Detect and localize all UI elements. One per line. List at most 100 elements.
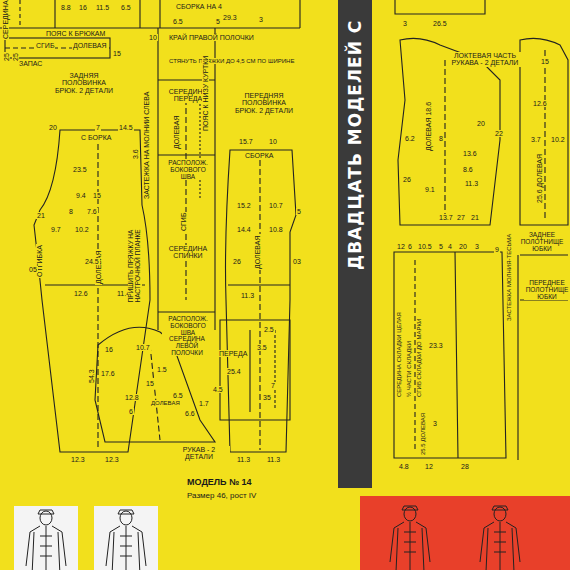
pattern-label: 35	[262, 394, 272, 401]
pattern-label: 8.6	[462, 166, 474, 173]
pattern-label: 11.3	[266, 456, 281, 463]
pattern-label: СГИБ	[180, 212, 187, 232]
pattern-label: 24.5	[84, 258, 100, 265]
pattern-label: 17.6	[100, 370, 116, 377]
pattern-label: СЕРЕДИНА ЛЕВОЙ ПОЛОЧКИ	[160, 336, 214, 356]
pattern-label: ЗАСТЕЖКА НА МОЛНИИ СЛЕВА	[143, 91, 150, 200]
pattern-label: ПЕРЕДА	[218, 350, 248, 357]
pattern-label: ДОЛЕВАЯ	[150, 400, 181, 406]
pattern-label: 12.3	[70, 456, 86, 463]
pattern-label: 15	[92, 192, 102, 199]
pattern-label: СГИБ СКЛАДКИ ДО МАРКИ	[416, 318, 422, 398]
pattern-label: СГИБ	[35, 42, 55, 49]
pattern-label: 13.6	[462, 150, 478, 157]
pattern-label: СЕРЕДИНА	[2, 0, 9, 40]
pattern-label: 28	[460, 463, 470, 470]
pattern-label: 26.5	[432, 20, 448, 27]
pattern-label: 10	[268, 138, 278, 145]
pattern-label: 26	[232, 258, 242, 265]
pattern-label: 11.3	[464, 180, 479, 187]
pattern-label: 10.7	[268, 202, 284, 209]
pattern-label: 16	[104, 346, 114, 353]
pattern-label: 12	[396, 243, 406, 250]
pattern-label: 3	[402, 20, 408, 27]
pattern-label: 11.3	[236, 456, 251, 463]
pattern-label: ПРИШИТЬ ПРЯЖКУ НА НАСТРОЧНОЙ ПЛАНКЕ	[128, 210, 142, 322]
pattern-label: 10.8	[268, 226, 284, 233]
pattern-label: ЗАДНЯЯ ПОЛОВИНКА БРЮК. 2 ДЕТАЛИ	[50, 72, 118, 94]
pattern-label: ПОЯС К НИЗУ КУРТКИ	[202, 55, 209, 132]
pattern-label: 15.2	[236, 202, 252, 209]
pattern-label: 10.5	[417, 243, 433, 250]
pattern-label: 9.7	[50, 226, 62, 233]
pattern-label: ДОЛЕВАЯ	[173, 114, 180, 150]
pattern-label: 4	[447, 243, 453, 250]
pattern-label: 5	[215, 18, 221, 25]
pattern-label: РАСПОЛОЖ. БОКОВОГО ШВА	[162, 316, 214, 336]
pattern-label: 7	[95, 124, 101, 131]
pattern-label: СБОРКА	[244, 152, 274, 159]
pattern-label: 14.5	[118, 124, 134, 131]
pattern-label: СЕРЕДИНА СКЛАДКИ ЦЕЛАЯ	[396, 311, 402, 398]
pattern-label: 8	[438, 135, 444, 142]
pattern-label: ЛОКТЕВАЯ ЧАСТЬ РУКАВА - 2 ДЕТАЛИ	[448, 52, 522, 67]
pattern-label: КРАЙ ПРАВОЙ ПОЛОЧКИ	[168, 34, 255, 41]
pattern-label: 6.5	[172, 18, 184, 25]
band-title: ДВАДЦАТЬ МОДЕЛЕЙ С	[345, 20, 365, 270]
pattern-label: 10.2	[550, 136, 566, 143]
pattern-label: 20	[48, 124, 58, 131]
pattern-label: 12.6	[73, 290, 89, 297]
pattern-label: ДОЛЕВАЯ 18.6	[425, 101, 432, 152]
pattern-label: 12.6	[532, 100, 548, 107]
pattern-label: 4.8	[398, 463, 410, 470]
pattern-label: 25.4	[226, 368, 242, 375]
pattern-label: 6.5	[120, 4, 132, 11]
pattern-label: 29.3	[222, 14, 238, 21]
pattern-label: 12	[424, 463, 434, 470]
pattern-label: 3	[474, 243, 480, 250]
pattern-label: 3.7	[530, 136, 542, 143]
pattern-label: 1.5	[156, 366, 168, 373]
pattern-label: СЕРЕДИНА СПИНКИ	[162, 245, 214, 260]
pattern-label: 8	[68, 208, 74, 215]
pattern-label: 6	[407, 243, 413, 250]
pattern-label: 21	[36, 212, 46, 219]
pattern-label: 7.6	[86, 208, 98, 215]
pattern-label: 15	[112, 50, 122, 57]
pattern-label: 9.1	[424, 186, 436, 193]
pattern-label: 54.3	[88, 368, 95, 384]
pattern-label: 11.3	[240, 292, 255, 299]
pattern-label: 11.5	[95, 4, 110, 11]
pattern-label: ДОЛЕВАЯ	[95, 249, 102, 285]
pattern-label: 5	[438, 243, 444, 250]
pattern-label: 16	[78, 4, 88, 11]
pattern-label: 4.5	[212, 386, 224, 393]
pattern-label: 21	[470, 214, 480, 221]
pattern-label: 25.6 ДОЛЕВАЯ	[536, 153, 543, 204]
pattern-label: 10.2	[74, 226, 90, 233]
pattern-label: ЗАПАС	[18, 60, 43, 67]
pattern-label: РУКАВ - 2 ДЕТАЛИ	[168, 446, 230, 461]
pattern-label: 14.4	[236, 226, 252, 233]
pattern-label: 13.7	[438, 214, 454, 221]
pattern-label: 9	[494, 246, 500, 253]
pattern-label: 25.5 ДОЛЕВАЯ	[420, 412, 426, 456]
pattern-label: 15.7	[238, 138, 254, 145]
pattern-label: 25	[3, 52, 10, 62]
pattern-label: 6.6	[184, 410, 196, 417]
pattern-label: 6	[128, 408, 134, 415]
pattern-label: 6.5	[172, 392, 184, 399]
pattern-label: ПЕРЕДНЕЕ ПОЛОТНИЩЕ ЮБКИ	[524, 280, 570, 300]
pattern-label: 22	[494, 130, 504, 137]
pattern-label: ПЕРЕДНЯЯ ПОЛОВИНКА БРЮК. 2 ДЕТАЛИ	[232, 92, 296, 114]
pattern-label: СБОРКА НА 4	[175, 3, 223, 10]
pattern-label: 27	[456, 214, 466, 221]
pattern-label: 3	[432, 420, 438, 427]
pattern-label: ЗАСТЕЖКА МОЛНИЯ-ТЕСЬМА	[506, 233, 512, 322]
model-caption: Размер 46, рост IV	[186, 492, 257, 500]
pattern-label: 5	[296, 208, 302, 215]
pattern-label: 15	[540, 58, 550, 65]
pattern-label: ЗАДНЕЕ ПОЛОТНИЩЕ ЮБКИ	[514, 232, 570, 252]
model-caption: МОДЕЛЬ № 14	[186, 478, 253, 487]
pattern-label: 26	[402, 176, 412, 183]
